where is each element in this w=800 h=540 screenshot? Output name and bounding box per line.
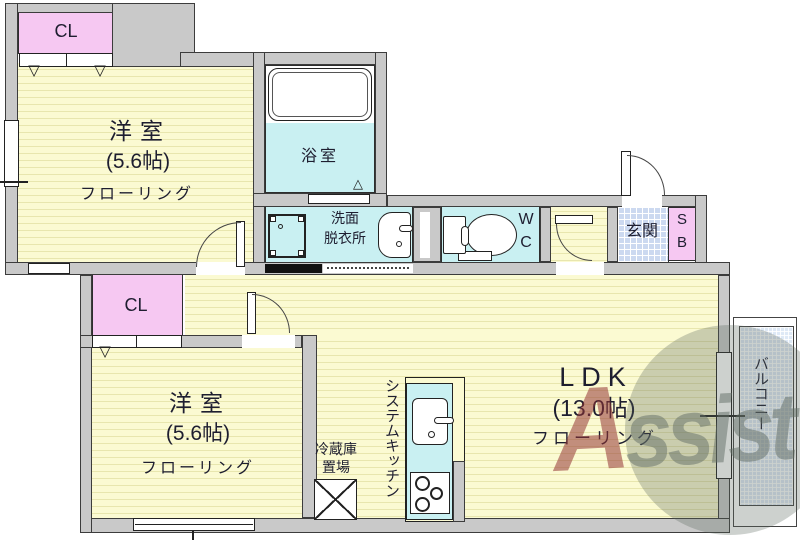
bathtub-inner	[272, 72, 368, 117]
shoebox-label-2: B	[676, 234, 688, 251]
closet2-label: CL	[124, 295, 148, 315]
bedroom1-size: (5.6帖)	[105, 150, 171, 173]
door-leaf-hallway	[555, 215, 593, 224]
wc-label-2: C	[520, 234, 532, 251]
washroom-sliding-door-dashes	[327, 267, 409, 269]
bedroom1-floor: フローリング	[79, 186, 195, 203]
shoebox-label-1: S	[676, 211, 688, 228]
toilet-bowl	[466, 214, 517, 256]
vanity-sink	[378, 212, 411, 258]
washer-drain	[278, 224, 283, 229]
wall-wc-right	[540, 207, 551, 262]
folding-door-bathroom	[308, 194, 370, 204]
washroom-threshold	[265, 264, 322, 273]
stove-burner	[415, 476, 430, 491]
wall-bathroom-right	[375, 52, 387, 207]
stove-burner	[430, 487, 443, 500]
washer-pan	[268, 214, 306, 258]
entrance-label: 玄関	[625, 223, 659, 240]
kitchen-sink-drain	[428, 431, 435, 438]
fridge-label-2: 置場	[322, 459, 350, 475]
window-bedroom2-midline	[135, 524, 253, 525]
stove-burner	[415, 497, 430, 512]
window-bedroom1-left	[4, 120, 19, 187]
washroom-label-2: 脱衣所	[324, 230, 366, 246]
window-bedroom1-bottom	[28, 263, 70, 274]
window-tick	[0, 181, 28, 183]
closet1-door-divider	[66, 53, 67, 67]
vanity-faucet	[399, 225, 413, 232]
bedroom2-floor: フローリング	[140, 460, 256, 477]
washer-pan-corner	[270, 216, 276, 222]
kitchen-label: システムキッチン	[383, 378, 400, 498]
balcony-floor	[739, 326, 794, 506]
doorway-entrance	[622, 195, 662, 207]
wall-bedroom1-right	[253, 52, 265, 275]
bathtub	[268, 68, 372, 121]
window-bedroom2-tick	[192, 531, 194, 540]
ldk-size: (13.0帖)	[552, 395, 636, 421]
fridge-space-box	[314, 479, 357, 520]
closet2-doors	[92, 335, 182, 348]
doorway-washroom-wc	[420, 212, 430, 258]
bathroom-label: 浴室	[300, 148, 340, 165]
washer-pan-corner	[270, 250, 276, 256]
wc-label-1: W	[518, 211, 534, 228]
room-bedroom2	[92, 346, 302, 520]
closet1-label: CL	[54, 21, 78, 41]
ldk-name: LDK	[559, 362, 633, 392]
doorway-bedroom2	[242, 335, 295, 348]
wall-lower-left-outer	[80, 275, 92, 533]
window-ldk-balcony-tick	[700, 415, 745, 417]
room-ldk	[315, 335, 718, 520]
toilet-base	[458, 251, 492, 261]
toilet-button	[461, 226, 469, 246]
wall-bathroom-top	[253, 52, 387, 65]
closet2-door-divider	[136, 335, 137, 348]
closet2-box	[92, 274, 183, 336]
closet1-arrow-icon: ▽	[94, 62, 106, 79]
door-arc-entrance	[627, 155, 665, 195]
bedroom2-name: 洋室	[169, 390, 231, 416]
folding-door-mark-icon: △	[353, 176, 363, 191]
ldk-floor: フローリング	[532, 429, 658, 448]
closet2-arrow-icon: ▽	[99, 343, 111, 360]
balcony-label: バルコニー	[752, 356, 769, 431]
bedroom1-name: 洋室	[109, 118, 171, 144]
room-entrance	[617, 206, 669, 263]
doorway-hallway-ldk	[556, 262, 604, 275]
fridge-label-1: 冷蔵庫	[315, 441, 357, 457]
wall-bedroom2-right	[302, 335, 317, 518]
closet1-arrow-icon: ▽	[28, 62, 40, 79]
washer-pan-corner	[298, 250, 304, 256]
room-bedroom1	[18, 63, 253, 262]
washroom-label-1: 洗面	[331, 210, 359, 226]
kitchen-pillar	[453, 461, 465, 522]
washer-pan-corner	[298, 216, 304, 222]
bedroom2-size: (5.6帖)	[165, 422, 231, 445]
wall-hall-entrance	[607, 207, 618, 262]
kitchen-faucet	[434, 417, 454, 424]
vanity-drain	[396, 241, 402, 247]
